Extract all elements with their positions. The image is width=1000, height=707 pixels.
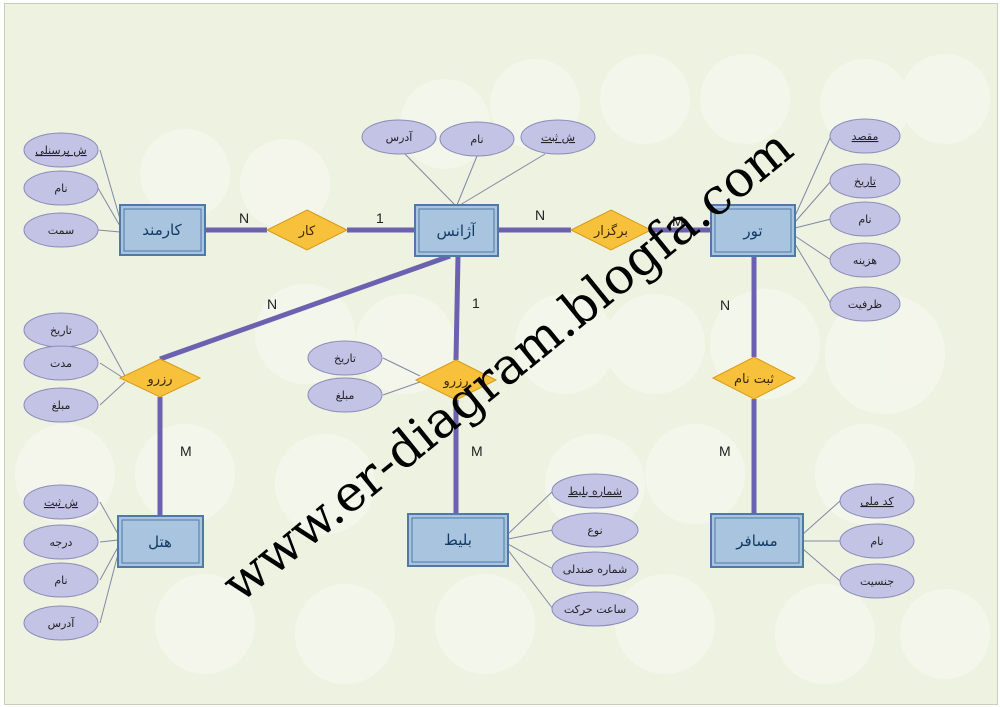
cardinality-ticket-reserve-ticket: M: [471, 443, 483, 459]
relationship-organize: [569, 209, 653, 251]
attribute-employee-position: سمت: [48, 224, 74, 237]
entity-agency: [414, 204, 499, 257]
relationship-work-label: کار: [298, 224, 316, 239]
attribute-ticket-type: نوع: [587, 524, 602, 537]
er-diagram-canvas: ش پرسنلی نام سمت آدرس نام ش ثبت مقصد تار…: [4, 3, 998, 705]
attribute-hotel-reg-no: ش ثبت: [44, 496, 78, 509]
attribute-hotel-grade: درجه: [50, 536, 73, 549]
ticket-attributes: شماره بلیط نوع شماره صندلی ساعت حرکت: [551, 473, 639, 627]
connector-lines: [157, 227, 757, 516]
entity-ticket-label: بلیط: [444, 531, 472, 549]
attribute-tour-capacity: ظرفیت: [848, 298, 882, 311]
entity-employee-label: کارمند: [142, 221, 182, 239]
relationship-reserve-hotel: [118, 358, 202, 398]
relationship-organize-label: برگزار: [593, 223, 628, 239]
attribute-agency-address: آدرس: [386, 130, 414, 144]
attribute-tour-name: نام: [858, 213, 871, 226]
cardinality-labels: N 1 N M N M 1 M N M: [180, 207, 731, 459]
entity-ticket: [407, 513, 509, 567]
attribute-employee-name: نام: [54, 182, 67, 195]
passenger-attributes: کد ملی نام جنسیت: [839, 483, 915, 599]
cardinality-employee-work: N: [239, 210, 249, 226]
attribute-agency-reg-no: ش ثبت: [541, 131, 575, 144]
attribute-ticket-seat: شماره صندلی: [563, 563, 627, 576]
attribute-ticket-departure: ساعت حرکت: [564, 603, 626, 616]
er-diagram: ش پرسنلی نام سمت آدرس نام ش ثبت مقصد تار…: [15, 54, 990, 684]
attribute-passenger-name: نام: [870, 535, 883, 548]
entity-employee: [119, 204, 206, 256]
attribute-reserve-hotel-amount: مبلغ: [52, 399, 71, 412]
attribute-reserve-ticket-date: تاریخ: [334, 352, 356, 365]
entity-agency-label: آژانس: [437, 222, 477, 240]
attribute-hotel-address: آدرس: [48, 616, 76, 630]
attribute-tour-destination: مقصد: [852, 130, 879, 143]
attribute-tour-date: تاریخ: [854, 175, 876, 188]
attribute-tour-cost: هزینه: [853, 254, 877, 267]
cardinality-tour-register: N: [720, 297, 730, 313]
relationships: کار برگزار رزرو رزرو ثبت نام: [118, 209, 797, 401]
attribute-ticket-number: شماره بلیط: [568, 485, 622, 498]
cardinality-agency-reserve-hotel: N: [267, 296, 277, 312]
attribute-reserve-ticket-amount: مبلغ: [336, 389, 355, 402]
attribute-agency-name: نام: [470, 133, 483, 146]
entities: کارمند آژانس تور هتل بلیط مسافر: [117, 204, 804, 568]
hotel-attributes: ش ثبت درجه نام آدرس: [23, 484, 99, 641]
entity-hotel-label: هتل: [148, 533, 172, 551]
attribute-reserve-hotel-duration: مدت: [50, 357, 72, 370]
cardinality-agency-work: 1: [376, 210, 384, 226]
attribute-hotel-name: نام: [54, 574, 67, 587]
relationship-reserve-ticket-label: رزرو: [442, 374, 468, 389]
cardinality-passenger-register: M: [719, 443, 731, 459]
tour-attributes: مقصد تاریخ نام هزینه ظرفیت: [829, 118, 901, 322]
agency-attributes: آدرس نام ش ثبت: [361, 119, 596, 157]
entity-passenger: [710, 513, 804, 568]
relationship-reserve-hotel-label: رزرو: [146, 372, 172, 387]
cardinality-hotel-reserve-hotel: M: [180, 443, 192, 459]
attribute-passenger-gender: جنسیت: [860, 575, 894, 588]
cardinality-agency-reserve-ticket: 1: [472, 295, 480, 311]
attribute-links: [97, 135, 841, 624]
cardinality-agency-organize: N: [535, 207, 545, 223]
employee-attributes: ش پرسنلی نام سمت: [23, 132, 99, 248]
cardinality-tour-organize: M: [672, 213, 684, 229]
relationship-work: [265, 209, 349, 251]
relationship-register: [711, 356, 797, 400]
attribute-reserve-hotel-date: تاریخ: [50, 324, 72, 337]
attribute-employee-id: ش پرسنلی: [35, 144, 86, 157]
entity-passenger-label: مسافر: [735, 532, 777, 550]
entity-hotel: [117, 515, 204, 568]
reserve-ticket-attributes: تاریخ مبلغ: [307, 340, 383, 413]
entity-tour: [710, 204, 796, 257]
relationship-register-label: ثبت نام: [734, 372, 774, 387]
entity-tour-label: تور: [742, 222, 762, 240]
relationship-reserve-ticket: [414, 359, 498, 401]
attribute-passenger-national-id: کد ملی: [860, 495, 894, 508]
reserve-hotel-attributes: تاریخ مدت مبلغ: [23, 312, 99, 423]
